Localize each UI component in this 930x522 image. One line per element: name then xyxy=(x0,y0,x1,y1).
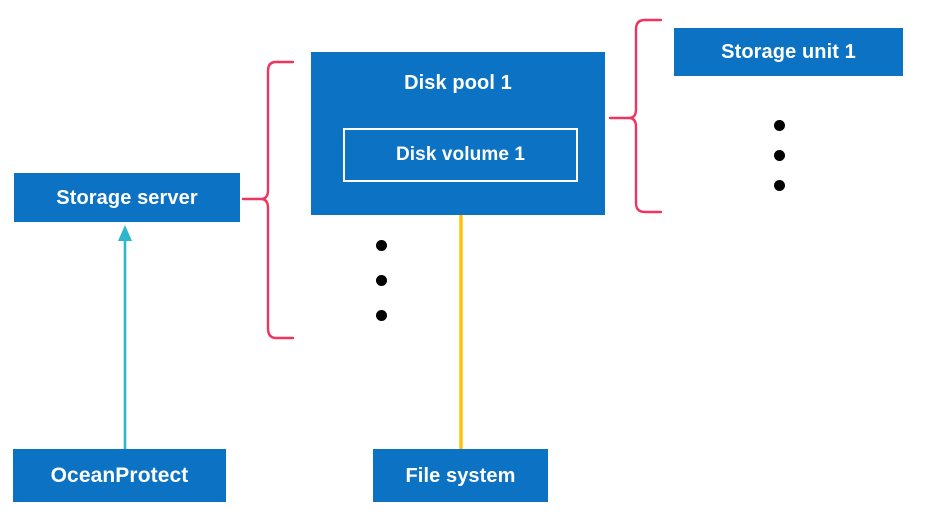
ellipsis-dot xyxy=(376,310,387,321)
node-disk-pool-1-label: Disk pool 1 xyxy=(404,72,512,94)
left-brace xyxy=(241,60,295,340)
node-storage-unit-1[interactable]: Storage unit 1 xyxy=(674,28,903,76)
ellipsis-dot xyxy=(774,150,785,161)
node-storage-server[interactable]: Storage server xyxy=(14,173,240,222)
ellipsis-dot xyxy=(774,180,785,191)
node-file-system[interactable]: File system xyxy=(373,449,548,502)
node-storage-unit-1-label: Storage unit 1 xyxy=(721,41,856,63)
arrow-oceanprotect-to-storage-server xyxy=(118,225,132,449)
node-file-system-label: File system xyxy=(405,464,516,487)
node-oceanprotect-label: OceanProtect xyxy=(50,463,189,487)
arrow-file-system-to-disk-volume xyxy=(452,179,470,449)
node-disk-volume-1[interactable]: Disk volume 1 xyxy=(343,128,578,182)
ellipsis-dot xyxy=(376,240,387,251)
node-oceanprotect[interactable]: OceanProtect xyxy=(13,449,226,502)
node-disk-pool-1[interactable]: Disk pool 1 xyxy=(311,52,605,215)
node-disk-volume-1-label: Disk volume 1 xyxy=(395,143,526,165)
right-brace xyxy=(608,18,663,214)
ellipsis-dot xyxy=(774,120,785,131)
ellipsis-dot xyxy=(376,275,387,286)
node-storage-server-label: Storage server xyxy=(56,186,198,209)
